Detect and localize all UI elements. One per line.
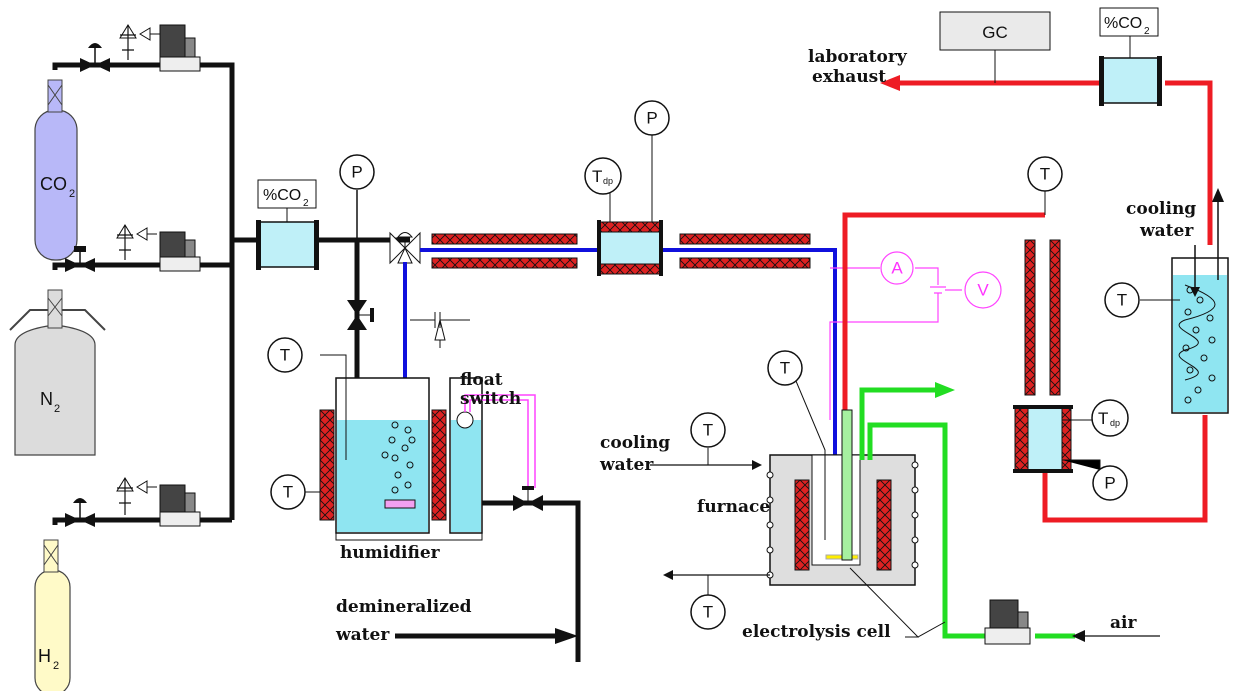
svg-text:V: V	[977, 281, 989, 300]
demineralized-water-label: demineralized water	[335, 597, 478, 645]
svg-text:P: P	[1104, 474, 1115, 493]
heated-line-segments	[431, 233, 811, 269]
svg-text:T: T	[280, 346, 290, 365]
temp-sensor-condenser: T	[1104, 282, 1140, 318]
exhaust-arrow	[880, 75, 900, 91]
svg-text:T: T	[283, 483, 293, 502]
three-way-valve	[389, 231, 421, 265]
svg-text:T: T	[780, 359, 790, 378]
cooling-water-left-label: cooling water	[599, 433, 676, 475]
tdp-sensor-top: T dp	[584, 157, 622, 195]
pressure-gauge-top: P	[634, 100, 670, 136]
svg-text:2: 2	[69, 188, 75, 200]
demin-water-arrow	[555, 628, 578, 644]
svg-text:T: T	[703, 421, 713, 440]
svg-text:P: P	[646, 109, 657, 128]
n2-cylinder-label: N	[40, 389, 53, 409]
svg-text:dp: dp	[1110, 418, 1120, 428]
co2-cylinder-label: CO	[40, 174, 67, 194]
pressure-gauge-right: P	[1092, 465, 1128, 501]
ammeter: A	[880, 251, 914, 285]
n2-cylinder: N 2	[9, 289, 106, 456]
gas-supply-lines	[52, 62, 581, 662]
svg-text:P: P	[351, 163, 362, 182]
temp-sensor-right-top: T	[1027, 156, 1063, 192]
humidifier	[319, 354, 536, 541]
green-air-line	[859, 387, 1075, 639]
pressure-gauge-left: P	[339, 154, 375, 190]
air-label: air	[1110, 613, 1137, 633]
laboratory-exhaust-label: laboratory exhaust	[808, 47, 913, 87]
electrolysis-cell-label: electrolysis cell	[742, 622, 891, 642]
water-valve	[513, 486, 543, 511]
gas-line-fittings	[65, 24, 201, 527]
co2-cylinder: CO 2	[34, 79, 78, 261]
electrolysis-cell-leader	[849, 567, 946, 638]
svg-text:2: 2	[1144, 26, 1150, 37]
temp-sensor-furnace-top: T	[767, 350, 826, 540]
h2-cylinder: H 2	[34, 539, 71, 691]
svg-text:A: A	[891, 259, 903, 278]
condenser	[1140, 188, 1229, 414]
temp-sensor-humidifier-top: T	[267, 337, 303, 373]
air-outlet-arrow	[935, 382, 955, 398]
co2-analyzer-right: %CO 2	[1099, 7, 1162, 106]
air-flow-controller	[984, 599, 1031, 645]
svg-text:2: 2	[53, 660, 59, 672]
svg-text:T: T	[1098, 409, 1108, 428]
air-inlet-arrow	[1072, 630, 1085, 642]
h2-cylinder-label: H	[38, 646, 51, 666]
cooling-water-right-label: cooling water	[1126, 199, 1202, 241]
svg-text:T: T	[592, 167, 602, 186]
temp-sensor-furnace-out: T	[690, 594, 726, 630]
float-switch-label: float switch	[460, 370, 521, 409]
tdp-sensor-right: T dp	[1091, 399, 1129, 437]
humidifier-label: humidifier	[340, 543, 441, 563]
furnace-label: furnace	[697, 497, 770, 517]
air-tube	[841, 409, 853, 561]
dewpoint-cell-top	[597, 134, 663, 276]
svg-text:dp: dp	[603, 176, 613, 186]
gas-chromatograph: GC	[939, 11, 1051, 83]
temp-sensor-furnace-in: T	[690, 412, 726, 448]
electrical-wiring	[829, 267, 962, 420]
svg-text:T: T	[1117, 291, 1127, 310]
svg-text:%CO: %CO	[263, 187, 301, 204]
svg-text:2: 2	[303, 198, 309, 209]
svg-text:T: T	[703, 603, 713, 622]
temp-sensor-humidifier-side: T	[270, 474, 320, 510]
voltmeter: V	[964, 271, 1002, 309]
svg-text:GC: GC	[982, 23, 1008, 42]
relief-valve	[410, 312, 470, 348]
svg-text:T: T	[1040, 165, 1050, 184]
co2-analyzer-left: %CO 2	[256, 179, 319, 270]
heated-line-right	[1013, 190, 1101, 473]
svg-text:%CO: %CO	[1104, 15, 1142, 32]
svg-text:2: 2	[54, 403, 60, 415]
humidifier-inlet-valve	[347, 300, 374, 330]
